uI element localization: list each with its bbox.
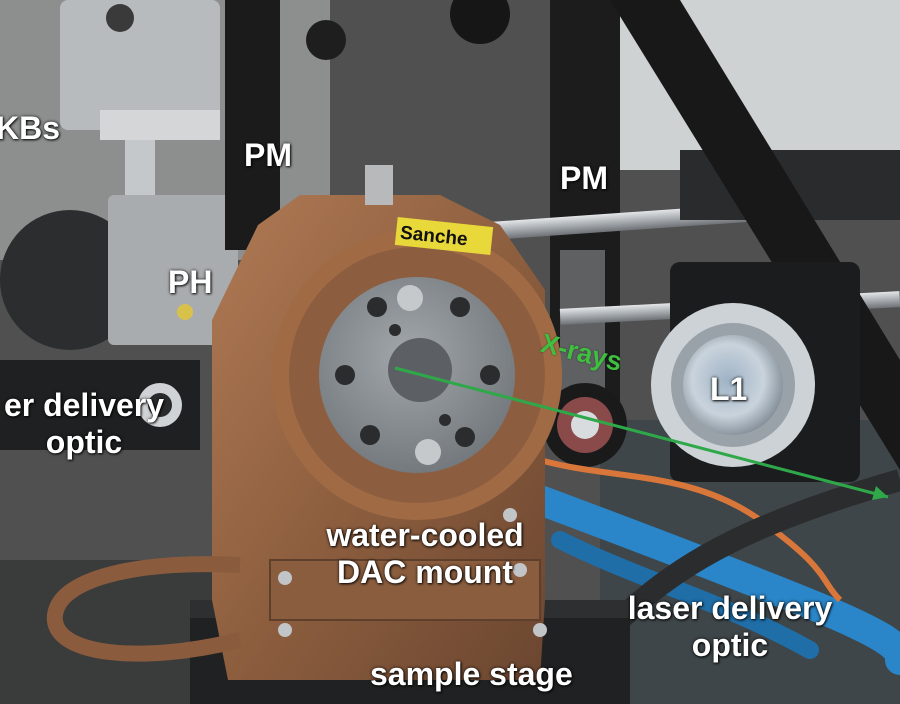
dac-hole <box>439 414 451 426</box>
blue-cable-2 <box>551 531 819 659</box>
mount-screw <box>278 623 292 637</box>
pinhole-ring <box>0 210 140 350</box>
pinhole-block <box>108 195 238 345</box>
mount-screw <box>503 508 517 522</box>
label-ph: PH <box>168 264 213 300</box>
sticker <box>394 217 494 255</box>
post-mount-left-knob <box>306 20 346 60</box>
kb-plate <box>100 110 220 140</box>
orange-cable <box>539 457 843 603</box>
label-laser-optic-left: er delivery optic <box>0 387 172 461</box>
label-laser-optic-right-line2: optic <box>691 626 769 663</box>
mount-screw <box>533 623 547 637</box>
dac-screw-holes <box>335 297 500 447</box>
label-laser-optic-right: laser delivery optic <box>600 590 860 664</box>
label-pm-left: PM <box>244 137 292 173</box>
mount-screws <box>278 508 547 637</box>
dac-hole <box>480 365 500 385</box>
post-mount-left <box>225 0 280 250</box>
blue-cable <box>525 485 900 675</box>
label-dac-mount-line1: water-cooled <box>326 517 524 553</box>
laser-optic-left-lens-inner <box>148 393 172 417</box>
mount-screw <box>278 571 292 585</box>
fiber-cable <box>612 469 900 628</box>
label-laser-optic-left-line2: optic <box>45 423 123 460</box>
label-laser-optic-right-line1: laser delivery <box>627 590 833 626</box>
label-dac-mount: water-cooled DAC mount <box>300 517 550 591</box>
label-laser-optic-left-line1: er delivery <box>3 387 165 423</box>
xray-beam-arrowhead <box>872 486 888 500</box>
cooling-pipe <box>46 556 242 662</box>
dac-hole <box>335 365 355 385</box>
post-mount-right-knob <box>450 0 510 44</box>
dac-screw <box>397 285 423 311</box>
dac-screw <box>415 439 441 465</box>
pinhole-aperture <box>177 304 193 320</box>
label-l1: L1 <box>710 371 748 407</box>
kb-housing <box>60 0 220 130</box>
dac-mount-clamp <box>269 559 541 621</box>
label-sample-stage: sample stage <box>370 656 573 692</box>
dac-hole <box>389 324 401 336</box>
kb-knob <box>106 4 134 32</box>
label-dac-mount-line2: DAC mount <box>337 553 513 590</box>
dac-bore <box>388 338 452 402</box>
dac-hole <box>455 427 475 447</box>
dac-mount-stud <box>365 165 393 205</box>
dac-hole <box>367 297 387 317</box>
dac-hole <box>450 297 470 317</box>
label-kbs: KBs <box>0 110 61 146</box>
label-pm-right: PM <box>560 160 608 196</box>
dac-hole <box>360 425 380 445</box>
lens-l1-glass <box>683 335 783 435</box>
xray-beam <box>394 366 889 499</box>
mount-screw <box>513 563 527 577</box>
